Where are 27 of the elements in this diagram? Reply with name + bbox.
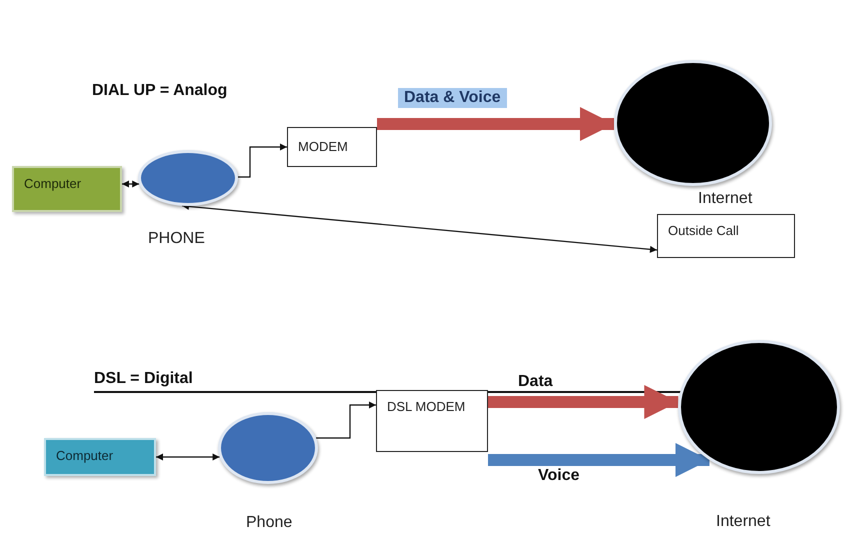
dsl-modem-box <box>376 390 488 452</box>
edge-label: Voice <box>537 466 580 486</box>
node-caption: Internet <box>698 190 752 208</box>
edge-label: Data <box>517 372 554 392</box>
ellipse-shape <box>138 150 238 206</box>
edge-label: Data & Voice <box>398 88 507 108</box>
arrow <box>377 107 614 141</box>
section-heading: DIAL UP = Analog <box>92 82 228 100</box>
arrow <box>156 454 220 460</box>
node-caption: PHONE <box>148 230 205 248</box>
arrow <box>488 443 710 477</box>
node-label: DSL MODEM <box>387 398 466 416</box>
computer-box <box>44 438 156 476</box>
node-caption: Phone <box>246 514 292 532</box>
arrow <box>316 402 376 439</box>
node-label: Computer <box>56 447 114 465</box>
node-caption: Internet <box>716 513 770 531</box>
arrow <box>122 180 140 188</box>
outside-call-box <box>657 214 795 258</box>
node-label: Computer <box>24 175 82 193</box>
arrow <box>488 385 678 419</box>
modem-box <box>287 127 377 167</box>
arrow <box>238 144 287 178</box>
section-heading: DSL = Digital <box>94 370 193 388</box>
node-label: MODEM <box>298 138 348 156</box>
computer-box <box>12 166 122 212</box>
node-label: Outside Call <box>668 222 739 240</box>
